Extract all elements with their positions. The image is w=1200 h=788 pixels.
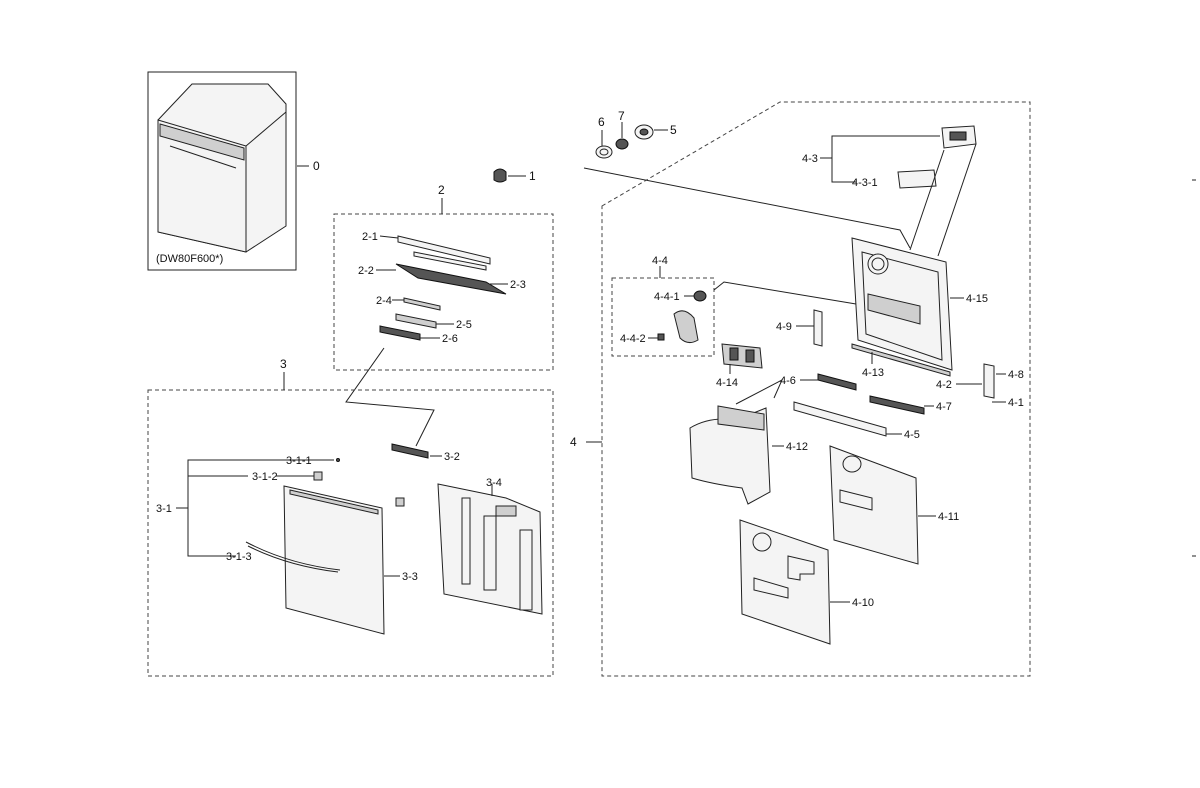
part-label-4-3: 4-3 [802,153,818,165]
part-label-3-1-2: 3-1-2 [252,471,278,483]
part-label-4-7: 4-7 [936,401,952,413]
part-label-2-3: 2-3 [510,279,526,291]
part-label-1: 1 [529,169,536,183]
part-label-4-12: 4-12 [786,441,808,453]
group-2: 2 2-1 2-2 2-3 2-4 2-5 2-6 [333,183,554,447]
part-label-4-13: 4-13 [862,367,884,379]
group-3: 3 3-2 3-1 3-1-1 3-1-2 3-1-3 3-3 3-4 [147,357,554,677]
part-label-4-4-2: 4-4-2 [620,333,646,345]
part-label-5: 5 [670,123,677,137]
part-label-4-10: 4-10 [852,597,874,609]
part-label-3-1-1: 3-1-1 [286,455,312,467]
part-label-4-9: 4-9 [776,321,792,333]
part-label-4: 4 [570,435,577,449]
part-label-2: 2 [438,183,445,197]
group-4: 4 4-3 4-3-1 4-15 4-9 4-13 4-8 4-2 [570,101,1031,677]
part-label-4-11: 4-11 [938,511,959,523]
part-label-2-4: 2-4 [376,295,392,307]
part-label-3: 3 [280,357,287,371]
part-label-2-5: 2-5 [456,319,472,331]
part-label-3-3: 3-3 [402,571,418,583]
part-1: 1 [493,168,536,183]
part-label-4-8: 4-8 [1008,369,1024,381]
overview-box: (DW80F600*) 0 [147,71,320,271]
part-label-4-5: 4-5 [904,429,920,441]
model-label: (DW80F600*) [156,253,223,265]
part-label-4-2: 4-2 [936,379,952,391]
seal-parts: 6 7 5 [583,109,911,249]
part-label-4-15: 4-15 [966,293,988,305]
part-label-3-2: 3-2 [444,451,460,463]
part-label-4-4-1: 4-4-1 [654,291,680,303]
part-label-4-3-1: 4-3-1 [852,177,878,189]
part-label-7: 7 [618,109,625,123]
part-label-4-1: 4-1 [1008,397,1024,409]
part-label-2-6: 2-6 [442,333,458,345]
part-label-3-4: 3-4 [486,477,502,489]
part-label-3-1: 3-1 [156,503,172,515]
part-label-4-6: 4-6 [780,375,796,387]
part-label-4-4: 4-4 [652,255,668,267]
part-label-3-1-3: 3-1-3 [226,551,252,563]
part-label-2-2: 2-2 [358,265,374,277]
part-label-6: 6 [598,115,605,129]
part-label-0: 0 [313,159,320,173]
part-label-4-14: 4-14 [716,377,738,389]
part-label-2-1: 2-1 [362,231,378,243]
